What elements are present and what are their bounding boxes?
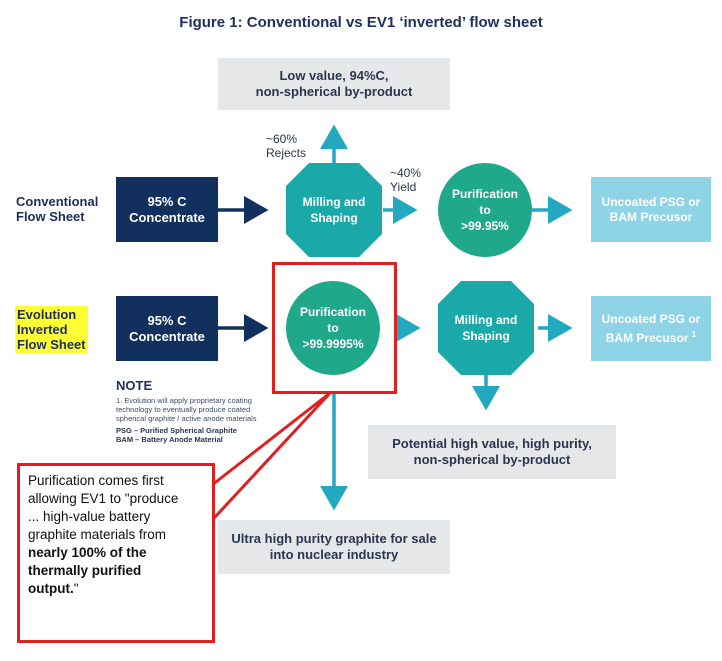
note-section: NOTE 1. Evolution will apply proprietary… xyxy=(116,378,286,444)
nuclear-box: Ultra high purity graphite for sale into… xyxy=(218,520,450,574)
note-line1: 1. Evolution will apply proprietary coat… xyxy=(116,396,252,405)
note-title: NOTE xyxy=(116,378,153,393)
rejects-text: Rejects xyxy=(266,146,307,160)
callout-line2: allowing EV1 to "produce xyxy=(28,491,179,506)
highlight-frame xyxy=(272,262,397,394)
conventional-milling-line1: Milling and xyxy=(302,195,366,209)
callout-line1: Purification comes first xyxy=(28,473,164,488)
callout-bold1: nearly 100% of the xyxy=(28,545,147,560)
conventional-milling-octagon xyxy=(286,163,382,257)
conventional-purification-circle xyxy=(438,163,532,257)
conventional-concentrate-box: 95% C Concentrate xyxy=(116,177,218,242)
evolution-purification-text: Purification to >99.9995% xyxy=(286,281,380,375)
callout-pointer-bottom xyxy=(201,391,332,532)
note-line3: spherical graphite / active anode materi… xyxy=(116,414,257,423)
figure-title: Figure 1: Conventional vs EV1 ‘inverted’… xyxy=(179,14,543,31)
callout-line3: ... high-value battery xyxy=(28,509,151,524)
potential-byproduct-box: Potential high value, high purity, non-s… xyxy=(368,425,616,479)
nuclear-line1: Ultra high purity graphite for sale xyxy=(231,531,437,546)
conventional-concentrate-line1: 95% C xyxy=(147,193,187,209)
conventional-milling-text: Milling and Shaping xyxy=(286,163,382,257)
evolution-output-box: Uncoated PSG or BAM Precusor 1 xyxy=(591,296,711,361)
conventional-output-box: Uncoated PSG or BAM Precusor xyxy=(591,177,711,242)
rejects-percent: ~60% xyxy=(266,132,298,146)
potential-byproduct-line1: Potential high value, high purity, xyxy=(392,436,592,451)
callout-bold2: thermally purified xyxy=(28,563,142,578)
yield-percent: ~40% xyxy=(390,166,422,180)
note-bam-definition: BAM – Battery Anode Material xyxy=(116,435,223,444)
top-byproduct-line2: non-spherical by-product xyxy=(255,84,413,99)
evolution-purification-line3: >99.9995% xyxy=(302,337,364,351)
callout-tail: " xyxy=(73,581,79,596)
evolution-purification-line1: Purification xyxy=(299,305,366,319)
conventional-purification-line2: to xyxy=(479,203,491,217)
top-byproduct-box: Low value, 94%C, non-spherical by-produc… xyxy=(218,58,450,110)
evolution-purification-line2: to xyxy=(327,321,339,335)
footnote-marker: 1 xyxy=(691,329,697,339)
evolution-milling-line1: Milling and xyxy=(454,313,518,327)
conventional-milling-line2: Shaping xyxy=(310,211,358,225)
potential-byproduct-line2: non-spherical by-product xyxy=(413,452,571,467)
evolution-concentrate-box: 95% C Concentrate xyxy=(116,296,218,361)
conventional-output-line1: Uncoated PSG or xyxy=(601,194,701,209)
conventional-purification-line1: Purification xyxy=(451,187,518,201)
evolution-milling-line2: Shaping xyxy=(462,329,510,343)
conventional-purification-text: Purification to >99.95% xyxy=(438,163,532,257)
evolution-label-line3: Flow Sheet xyxy=(17,337,86,352)
callout-pointer-top xyxy=(202,391,331,494)
conventional-flow-label: Conventional Flow Sheet xyxy=(16,194,98,224)
evolution-label-line2: Inverted xyxy=(17,322,68,337)
note-psg-definition: PSG – Purified Spherical Graphite xyxy=(116,426,237,435)
conventional-concentrate-line2: Concentrate xyxy=(129,209,205,225)
conventional-purification-line3: >99.95% xyxy=(461,219,509,233)
evolution-milling-octagon xyxy=(438,281,534,375)
rejects-label: ~60% Rejects xyxy=(266,132,306,160)
evolution-concentrate-line2: Concentrate xyxy=(129,328,205,344)
conventional-label-line2: Flow Sheet xyxy=(16,209,85,224)
nuclear-line2: into nuclear industry xyxy=(269,547,399,562)
callout-box: Purification comes first allowing EV1 to… xyxy=(17,463,215,643)
top-byproduct-line1: Low value, 94%C, xyxy=(279,68,389,83)
evolution-label-line1: Evolution xyxy=(17,307,77,322)
callout-bold3: output. xyxy=(28,581,74,596)
yield-label: ~40% Yield xyxy=(390,166,421,194)
evolution-purification-circle xyxy=(286,281,380,375)
evolution-output-line2: BAM Precusor xyxy=(605,330,689,345)
callout-line4: graphite materials from xyxy=(28,527,167,542)
evolution-flow-label: Evolution Inverted Flow Sheet xyxy=(15,306,88,353)
conventional-output-line2: BAM Precusor xyxy=(609,209,693,224)
yield-text: Yield xyxy=(390,180,417,194)
evolution-milling-text: Milling and Shaping xyxy=(438,281,534,375)
conventional-label-line1: Conventional xyxy=(16,194,99,209)
evolution-concentrate-line1: 95% C xyxy=(147,312,187,328)
evolution-output-line1: Uncoated PSG or xyxy=(601,311,701,326)
note-line2: technology to eventually produce coated xyxy=(116,405,251,414)
